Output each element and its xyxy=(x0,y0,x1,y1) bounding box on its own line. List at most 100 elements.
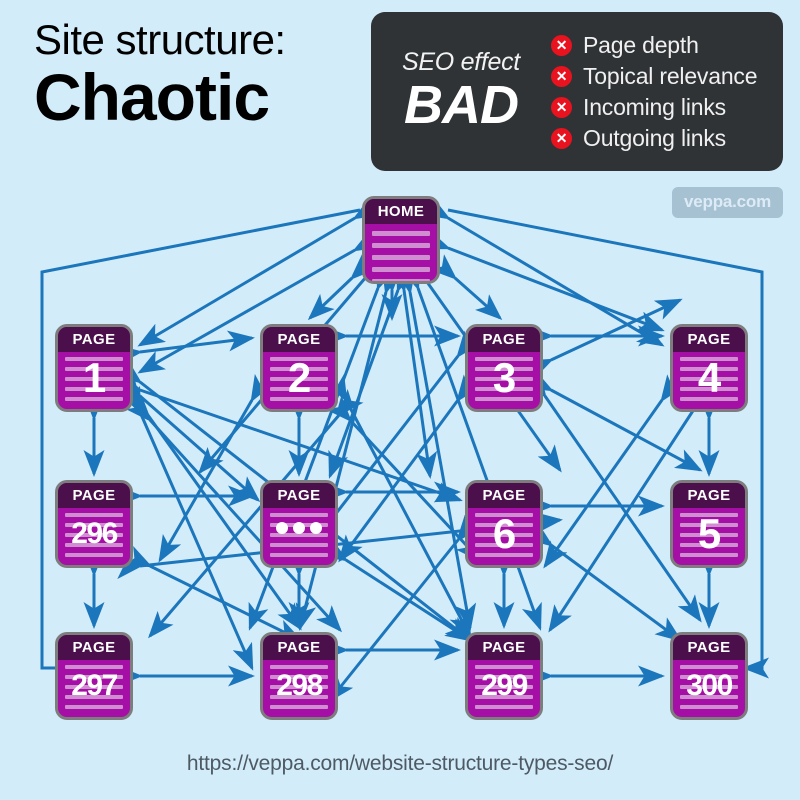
node-body: 5 xyxy=(673,508,745,565)
node-body: 296 xyxy=(58,508,130,565)
node-text-line xyxy=(372,255,430,260)
node-text-line xyxy=(65,377,123,381)
node-text-line xyxy=(680,367,738,371)
node-body: 1 xyxy=(58,352,130,409)
x-circle-icon: ✕ xyxy=(551,34,572,56)
seo-effect-label: SEO effect xyxy=(402,47,520,76)
node-number: 6 xyxy=(492,510,516,557)
seo-factor-item: ✕ Incoming links xyxy=(551,92,783,123)
node-text-line xyxy=(680,357,738,361)
node-body xyxy=(263,508,335,565)
node-page-5[interactable]: PAGE 5 xyxy=(670,480,748,568)
node-body: 298 xyxy=(263,660,335,717)
seo-factor-item: ✕ Outgoing links xyxy=(551,123,783,154)
node-text-line xyxy=(475,675,533,679)
node-text-line xyxy=(270,543,328,547)
node-text-line xyxy=(65,705,123,709)
node-text-line xyxy=(475,705,533,709)
node-number: 300 xyxy=(686,669,733,702)
node-text-line xyxy=(475,685,533,689)
node-text-line xyxy=(680,695,738,699)
node-body xyxy=(365,224,437,281)
node-body: 300 xyxy=(673,660,745,717)
node-text-line xyxy=(65,523,123,527)
node-number: 298 xyxy=(276,669,323,702)
node-text-line xyxy=(270,685,328,689)
seo-verdict-block: SEO effect BAD xyxy=(371,47,545,135)
node-header: PAGE xyxy=(673,635,745,660)
node-text-line xyxy=(270,705,328,709)
seo-factor-label: Topical relevance xyxy=(583,62,758,89)
node-page-ellipsis[interactable]: PAGE xyxy=(260,480,338,568)
node-page-296[interactable]: PAGE 296 xyxy=(55,480,133,568)
node-number: 299 xyxy=(481,669,528,702)
node-page-3[interactable]: PAGE 3 xyxy=(465,324,543,412)
node-text-line xyxy=(475,665,533,669)
node-text-line xyxy=(372,231,430,236)
node-page-1[interactable]: PAGE 1 xyxy=(55,324,133,412)
node-page-4[interactable]: PAGE 4 xyxy=(670,324,748,412)
node-header: HOME xyxy=(365,199,437,224)
node-header: PAGE xyxy=(673,327,745,352)
seo-factor-label: Outgoing links xyxy=(583,124,726,151)
node-text-line xyxy=(680,665,738,669)
node-body: 2 xyxy=(263,352,335,409)
seo-factor-list: ✕ Page depth ✕ Topical relevance ✕ Incom… xyxy=(545,30,783,154)
node-text-line xyxy=(65,357,123,361)
node-number: 5 xyxy=(697,510,721,557)
node-text-line xyxy=(65,543,123,547)
node-text-line xyxy=(270,675,328,679)
node-number: 3 xyxy=(492,354,516,401)
node-text-line xyxy=(65,367,123,371)
node-text-line xyxy=(65,387,123,391)
node-text-line xyxy=(270,695,328,699)
page-title: Site structure: Chaotic xyxy=(34,16,286,130)
node-text-line xyxy=(65,675,123,679)
node-text-line xyxy=(65,685,123,689)
node-text-line xyxy=(65,533,123,537)
node-text-line xyxy=(372,267,430,272)
node-text-line xyxy=(372,279,430,281)
node-page-300[interactable]: PAGE 300 xyxy=(670,632,748,720)
node-header: PAGE xyxy=(263,483,335,508)
node-text-line xyxy=(65,665,123,669)
node-text-line xyxy=(475,695,533,699)
seo-factor-label: Page depth xyxy=(583,31,699,58)
x-circle-icon: ✕ xyxy=(551,65,572,87)
node-text-line xyxy=(65,695,123,699)
node-number: 1 xyxy=(82,354,106,401)
node-text-line xyxy=(680,675,738,679)
ellipsis-icon xyxy=(263,522,335,534)
node-number: 4 xyxy=(697,354,721,401)
node-body: 297 xyxy=(58,660,130,717)
node-text-line xyxy=(372,243,430,248)
node-text-line xyxy=(65,513,123,517)
node-page-298[interactable]: PAGE 298 xyxy=(260,632,338,720)
watermark-badge: veppa.com xyxy=(672,187,784,218)
node-number: 2 xyxy=(287,354,311,401)
node-text-line xyxy=(270,553,328,557)
node-page-2[interactable]: PAGE 2 xyxy=(260,324,338,412)
title-prefix: Site structure: xyxy=(34,16,286,63)
node-body: 299 xyxy=(468,660,540,717)
node-text-line xyxy=(270,665,328,669)
node-page-297[interactable]: PAGE 297 xyxy=(55,632,133,720)
seo-factor-item: ✕ Topical relevance xyxy=(551,61,783,92)
node-number: 296 xyxy=(71,517,118,550)
seo-effect-panel: SEO effect BAD ✕ Page depth ✕ Topical re… xyxy=(371,12,783,171)
node-body: 3 xyxy=(468,352,540,409)
x-circle-icon: ✕ xyxy=(551,96,572,118)
node-body: 6 xyxy=(468,508,540,565)
node-text-line xyxy=(270,513,328,517)
node-page-6[interactable]: PAGE 6 xyxy=(465,480,543,568)
node-body: 4 xyxy=(673,352,745,409)
node-text-line xyxy=(680,685,738,689)
x-circle-icon: ✕ xyxy=(551,127,572,149)
seo-factor-item: ✕ Page depth xyxy=(551,30,783,61)
node-home[interactable]: HOME xyxy=(362,196,440,284)
node-page-299[interactable]: PAGE 299 xyxy=(465,632,543,720)
seo-verdict-value: BAD xyxy=(404,74,519,135)
node-number: 297 xyxy=(71,669,118,702)
source-url[interactable]: https://veppa.com/website-structure-type… xyxy=(186,752,614,775)
